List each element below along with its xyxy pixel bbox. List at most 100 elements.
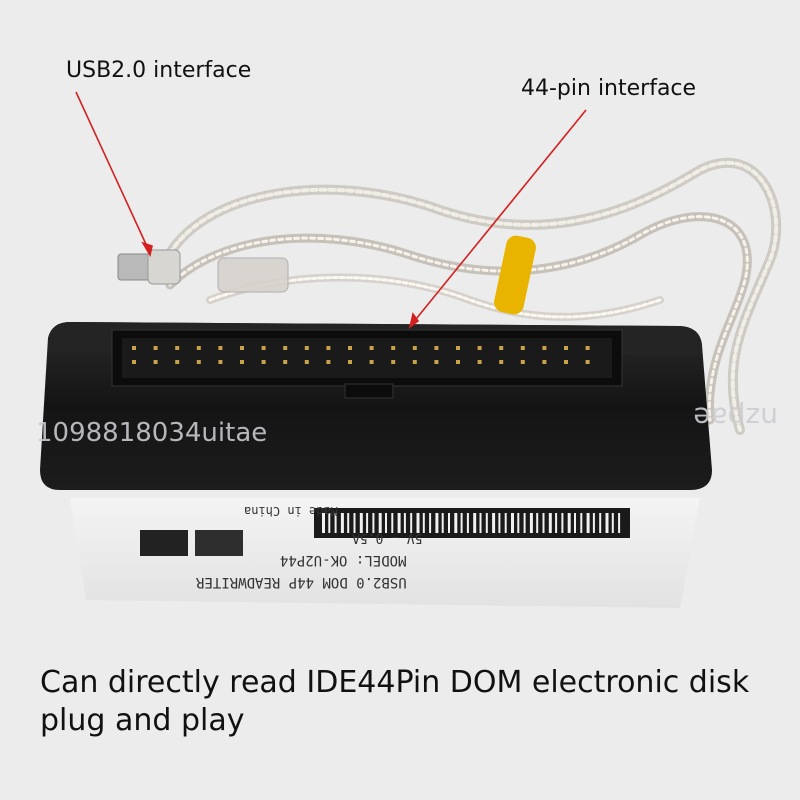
barcode-bar	[353, 513, 356, 533]
barcode-bar	[403, 513, 406, 533]
connector-pin	[240, 360, 244, 364]
connector-pin	[283, 360, 288, 364]
connector-pin	[434, 360, 439, 364]
barcode-bar	[422, 513, 425, 533]
connector-pin	[218, 360, 223, 364]
annotation-arrows	[75, 91, 587, 329]
connector-pin	[542, 346, 547, 350]
barcode-bar	[347, 513, 350, 533]
connector-pin	[564, 360, 568, 364]
barcode-bar	[479, 513, 482, 533]
barcode-bar	[391, 513, 394, 533]
connector-pin	[132, 360, 136, 364]
usb-plug	[117, 249, 181, 285]
barcode-bar	[429, 513, 432, 533]
barcode-bar	[466, 513, 469, 533]
connector-pin	[585, 346, 590, 350]
connector-pin	[261, 346, 266, 350]
connector-pin	[261, 360, 266, 364]
label-product: USB2.0 DOM 44P READWRITER	[196, 574, 407, 590]
barcode-bar	[366, 513, 369, 533]
label-model: MODEL: OK-U2P44	[280, 552, 407, 568]
caption-line-1: Can directly read IDE44Pin DOM electroni…	[40, 665, 750, 700]
barcode-bar	[561, 513, 564, 533]
connector-pin	[175, 346, 180, 350]
caption-line-2: plug and play	[40, 703, 245, 738]
barcode-bar	[599, 513, 602, 533]
connector-pin	[412, 360, 417, 364]
44-pin-connector	[111, 329, 623, 399]
barcode-bar	[517, 513, 520, 533]
connector-pin	[153, 346, 158, 350]
connector-pin	[348, 360, 352, 364]
barcode-bar	[334, 513, 337, 533]
connector-pin	[326, 346, 331, 350]
connector-pin	[499, 346, 504, 350]
connector-pin	[564, 346, 568, 350]
connector-pin	[477, 360, 482, 364]
barcode-bar	[359, 513, 363, 533]
connector-pin	[304, 360, 309, 364]
barcode-bar	[523, 513, 526, 533]
connector-pin	[391, 360, 396, 364]
barcode-bar	[618, 513, 621, 533]
barcode-bar	[328, 513, 331, 533]
barcode-bar	[397, 513, 401, 533]
connector-pin	[218, 346, 223, 350]
connector-pin	[153, 360, 158, 364]
connector-pin	[369, 360, 374, 364]
watermark-left: 1098818034uitae	[36, 418, 268, 448]
connector-pin	[412, 346, 417, 350]
barcode-bar	[580, 513, 583, 533]
barcode-bar	[574, 513, 576, 533]
connector-pin	[240, 346, 244, 350]
barcode-bar	[542, 513, 545, 533]
barcode-bar	[416, 513, 420, 533]
label-made-in: Made in China	[244, 504, 338, 518]
connector-pin	[499, 360, 504, 364]
barcode-bar	[460, 513, 463, 533]
connector-pin	[132, 346, 136, 350]
connector-pin	[456, 346, 460, 350]
barcode-bar	[529, 513, 533, 533]
connector-pin	[369, 346, 374, 350]
barcode-bar	[567, 513, 571, 533]
barcode-bar	[435, 513, 439, 533]
connector-pin	[456, 360, 460, 364]
barcode-bar	[454, 513, 458, 533]
connector-pin	[196, 360, 201, 364]
connector-pin	[520, 346, 525, 350]
connector-pin	[196, 346, 201, 350]
ce-mark	[140, 530, 188, 556]
barcode-bar	[385, 513, 387, 533]
barcode-bar	[555, 513, 558, 533]
pin-interface-label: 44-pin interface	[521, 76, 697, 101]
barcode-bar	[410, 513, 413, 533]
barcode-bar	[605, 513, 609, 533]
connector-pin	[434, 346, 439, 350]
caption: Can directly read IDE44Pin DOM electroni…	[40, 664, 780, 740]
barcode-bar	[492, 513, 496, 533]
connector-pin	[477, 346, 482, 350]
connector-pin	[348, 346, 352, 350]
usb-plug-b	[217, 257, 289, 293]
barcode-bar	[498, 513, 501, 533]
barcode-bar	[441, 513, 444, 533]
watermark-right: nzpae	[693, 401, 778, 434]
connector-pin	[175, 360, 180, 364]
barcode-bar	[548, 513, 552, 533]
connector-pin	[304, 346, 309, 350]
barcode-bar	[511, 513, 514, 533]
barcode-bar	[448, 513, 450, 533]
connector-pin	[326, 360, 331, 364]
barcode-bar	[504, 513, 507, 533]
cable-tape	[494, 235, 536, 315]
barcode-bar	[611, 513, 614, 533]
barcode-bar	[473, 513, 477, 533]
usb-interface-label: USB2.0 interface	[66, 58, 252, 83]
barcode-bar	[372, 513, 375, 533]
connector-pin	[520, 360, 525, 364]
barcode-bar	[340, 513, 344, 533]
